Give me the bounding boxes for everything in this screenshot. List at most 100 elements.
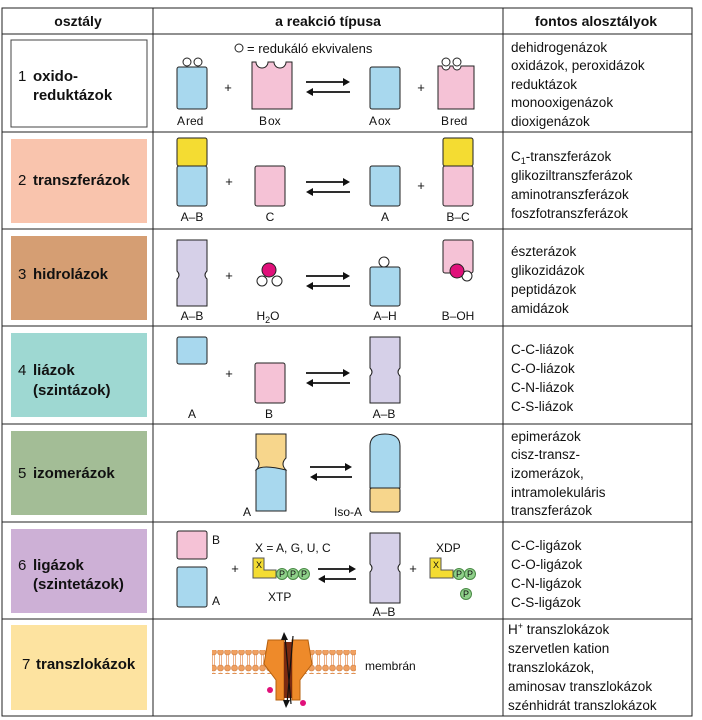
row6-plus-2: + <box>409 561 417 576</box>
b-block <box>176 530 208 560</box>
row6-subclass: C-N-ligázok <box>511 576 582 591</box>
row6-plus-1: + <box>231 561 239 576</box>
water-h-atom <box>256 275 268 287</box>
row2-subclass: aminotranszferázok <box>511 187 629 202</box>
row2-plus-1: + <box>225 174 233 189</box>
reducing-equivalent-legend-icon <box>234 43 244 53</box>
b-red-sub: red <box>450 114 467 128</box>
row2-label-ab: A–B <box>181 210 204 224</box>
row3-subclass: glikozidázok <box>511 263 585 278</box>
row2-plus-2: + <box>417 178 425 193</box>
a-h-hydrogen <box>378 256 390 268</box>
ion-particle <box>267 687 273 693</box>
water-o-atom <box>261 262 277 278</box>
row6-equilibrium-arrows <box>318 565 356 583</box>
xdp-label: XDP <box>436 541 461 555</box>
row3-plus-1: + <box>225 268 233 283</box>
row2-class-cell <box>11 139 147 223</box>
row6-class-cell <box>11 529 147 613</box>
free-phosphate: P <box>460 588 472 600</box>
phosphate-label: P <box>467 569 473 579</box>
row3-label-ab: A–B <box>181 309 204 323</box>
table-grid <box>1 8 693 717</box>
a-b-lavender-molecule <box>369 336 401 404</box>
row6-subclasses: C-C-ligázok C-O-ligázok C-N-ligázok C-S-… <box>511 538 583 610</box>
row5-subclass: intramolekuláris <box>511 485 606 500</box>
row5-subclass: epimerázok <box>511 429 581 444</box>
row4-subclasses: C-C-liázok C-O-liázok C-N-liázok C-S-liá… <box>511 342 575 414</box>
row5-subclass: izomerázok, <box>511 466 584 481</box>
a-red-sub: red <box>186 114 203 128</box>
a-ox-label: A <box>369 114 377 128</box>
a-block <box>176 336 208 365</box>
water-h-atom <box>271 275 283 287</box>
row1-class-cell <box>10 39 148 128</box>
iso-a-bottom <box>369 487 401 513</box>
row3-equilibrium-arrows <box>306 272 350 290</box>
row1-equilibrium-arrows <box>306 78 350 96</box>
row3-label-ah: A–H <box>373 309 396 323</box>
row5-subclass: cisz-transz- <box>511 447 580 462</box>
row-ligases: 6 ligázok (szintetázok) B A + X = A, G, … <box>11 529 583 619</box>
row-translocases: 7 transzlokázok membrán H+ transzlokázok… <box>11 621 657 713</box>
x-base-shape <box>429 557 454 579</box>
row4-subclass: C-N-liázok <box>511 380 574 395</box>
row2-number: 2 <box>18 172 26 189</box>
channel-right-half <box>291 639 313 701</box>
row1-subclass: monooxigenázok <box>511 95 613 110</box>
row4-label-b: B <box>265 407 273 421</box>
row3-subclass: peptidázok <box>511 282 577 297</box>
row5-subclasses: epimerázok cisz-transz- izomerázok, intr… <box>511 429 606 518</box>
transport-channel <box>263 639 313 701</box>
row7-subclass: szervetlen kation <box>508 641 609 656</box>
table-frame <box>1 33 693 717</box>
row2-subclass: foszfotranszferázok <box>511 206 628 221</box>
a-b-lavender-molecule <box>176 239 208 307</box>
a-red-equivalent-1 <box>182 57 192 67</box>
a-isomer-top <box>254 433 288 471</box>
row4-subclass: C-O-liázok <box>511 361 575 376</box>
row6-number: 6 <box>18 557 26 574</box>
transport-arrows <box>281 632 294 708</box>
x-definition: X = A, G, U, C <box>255 541 331 555</box>
a-block <box>369 165 401 207</box>
phosphate-label: P <box>463 589 469 599</box>
header-col2: a reakció típusa <box>275 13 381 29</box>
xdp-x-label: X <box>433 560 439 570</box>
b-block <box>254 362 286 404</box>
row1-class-line2: reduktázok <box>33 87 113 104</box>
row2-subclasses: C1-transzferázok glikoziltranszferázok a… <box>511 149 633 221</box>
header-col1: osztály <box>54 13 102 29</box>
b-red-label: B <box>441 114 449 128</box>
row3-subclass: amidázok <box>511 301 569 316</box>
row4-class-line2: (szintázok) <box>33 382 111 399</box>
row4-label-a: A <box>188 407 196 421</box>
phosphate-label: P <box>279 569 285 579</box>
row4-number: 4 <box>18 362 26 379</box>
xdp-molecule: X P P <box>429 557 476 580</box>
b-c-yellow-part <box>442 137 474 167</box>
row2-label-bc: B–C <box>446 210 470 224</box>
row5-label-a: A <box>243 505 251 519</box>
row4-plus: + <box>225 366 233 381</box>
a-h-block <box>369 266 401 307</box>
row2-subclass: C1-transzferázok <box>511 149 612 166</box>
a-red-block <box>176 66 208 110</box>
a-isomer-bottom <box>255 466 287 512</box>
row5-subclass: transzferázok <box>511 503 592 518</box>
row3-class-cell <box>11 236 147 320</box>
b-oh-o-atom <box>449 263 465 279</box>
a-b-blue-part <box>176 165 208 207</box>
row3-class-name: hidrolázok <box>33 266 109 283</box>
row4-subclass: C-S-liázok <box>511 399 574 414</box>
b-ox-sub: ox <box>268 114 281 128</box>
row-isomerases: 5 izomerázok A Iso-A epimerázok cisz-tra… <box>11 429 606 519</box>
b-red-equivalent-2 <box>452 57 462 67</box>
row6-subclass: C-C-ligázok <box>511 538 582 553</box>
row1-number: 1 <box>18 68 26 85</box>
x-base-shape <box>252 557 277 579</box>
row7-subclasses: H+ transzlokázok szervetlen kation trans… <box>508 621 657 713</box>
row1-subclass: reduktázok <box>511 77 577 92</box>
row-hydrolases: 3 hidrolázok A–B + H2O A–H B–OH észteráz… <box>11 236 585 325</box>
